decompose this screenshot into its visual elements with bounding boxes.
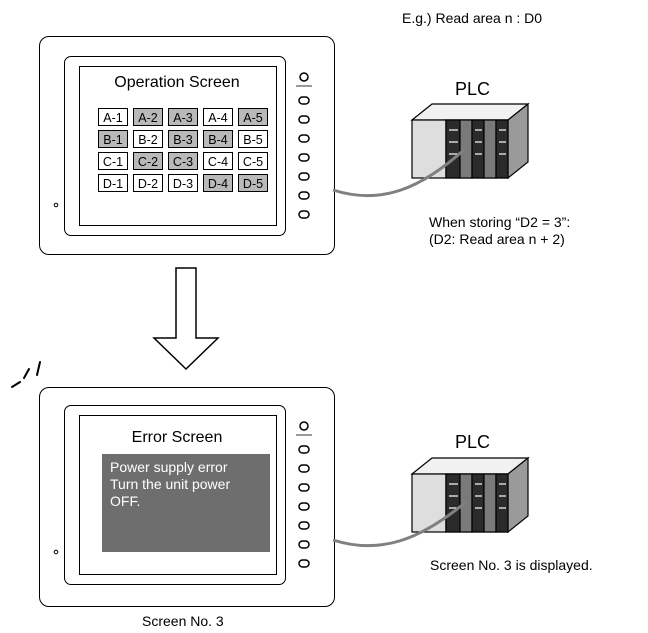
panel-caption: Screen No. 3 <box>142 613 224 629</box>
screen-button-a-1[interactable]: A-1 <box>98 108 128 126</box>
screen-button-b-3[interactable]: B-3 <box>168 130 198 148</box>
screen-button-c-2[interactable]: C-2 <box>133 152 163 170</box>
screen-button-d-2[interactable]: D-2 <box>133 174 163 192</box>
top-function-keys <box>298 72 310 219</box>
bottom-function-key <box>298 521 310 530</box>
bottom-power-led-icon <box>299 421 309 431</box>
screen-button-a-3[interactable]: A-3 <box>168 108 198 126</box>
screen-button-a-4[interactable]: A-4 <box>203 108 233 126</box>
screen-button-c-3[interactable]: C-3 <box>168 152 198 170</box>
screen-button-b-4[interactable]: B-4 <box>203 130 233 148</box>
top-reset-hole-icon <box>53 202 59 208</box>
top-function-key <box>298 172 310 181</box>
screen-button-c-5[interactable]: C-5 <box>238 152 268 170</box>
screen-button-b-2[interactable]: B-2 <box>133 130 163 148</box>
screen-button-d-3[interactable]: D-3 <box>168 174 198 192</box>
top-cable <box>332 146 468 198</box>
screen-button-d-1[interactable]: D-1 <box>98 174 128 192</box>
bottom-function-key <box>298 540 310 549</box>
top-function-key <box>298 191 310 200</box>
bottom-function-key <box>298 483 310 492</box>
top-function-key <box>298 96 310 105</box>
top-power-led-icon <box>299 72 309 82</box>
top-caption-line2: (D2: Read area n + 2) <box>429 231 565 247</box>
bottom-function-key <box>298 464 310 473</box>
top-plc-label: PLC <box>455 79 491 99</box>
bottom-function-keys <box>298 421 310 568</box>
bottom-function-key <box>298 502 310 511</box>
top-function-key <box>298 153 310 162</box>
screen-button-c-1[interactable]: C-1 <box>98 152 128 170</box>
screen-button-b-5[interactable]: B-5 <box>238 130 268 148</box>
alert-flash-icon <box>11 361 41 388</box>
top-function-key <box>298 134 310 143</box>
top-plc-icon <box>410 102 530 180</box>
screen-button-d-4[interactable]: D-4 <box>203 174 233 192</box>
screen-button-d-5[interactable]: D-5 <box>238 174 268 192</box>
bottom-screen-title: Error Screen <box>131 429 223 446</box>
top-screen-title: Operation Screen <box>114 74 240 91</box>
bottom-plc-icon <box>410 456 530 534</box>
screen-button-a-2[interactable]: A-2 <box>133 108 163 126</box>
screen-button-c-4[interactable]: C-4 <box>203 152 233 170</box>
bottom-function-key <box>298 445 310 454</box>
read-area-note: E.g.) Read area n : D0 <box>402 10 543 26</box>
error-message-box: Power supply error Turn the unit power O… <box>102 454 270 552</box>
top-function-key <box>298 210 310 219</box>
down-arrow-icon <box>152 267 220 371</box>
screen-button-a-5[interactable]: A-5 <box>238 108 268 126</box>
top-caption-line1: When storing “D2 = 3”: <box>429 214 571 230</box>
bottom-function-key <box>298 559 310 568</box>
top-function-key <box>298 115 310 124</box>
bottom-cable <box>332 500 467 548</box>
bottom-reset-hole-icon <box>53 549 59 555</box>
bottom-caption: Screen No. 3 is displayed. <box>430 557 593 573</box>
screen-button-b-1[interactable]: B-1 <box>98 130 128 148</box>
bottom-plc-label: PLC <box>455 432 491 452</box>
